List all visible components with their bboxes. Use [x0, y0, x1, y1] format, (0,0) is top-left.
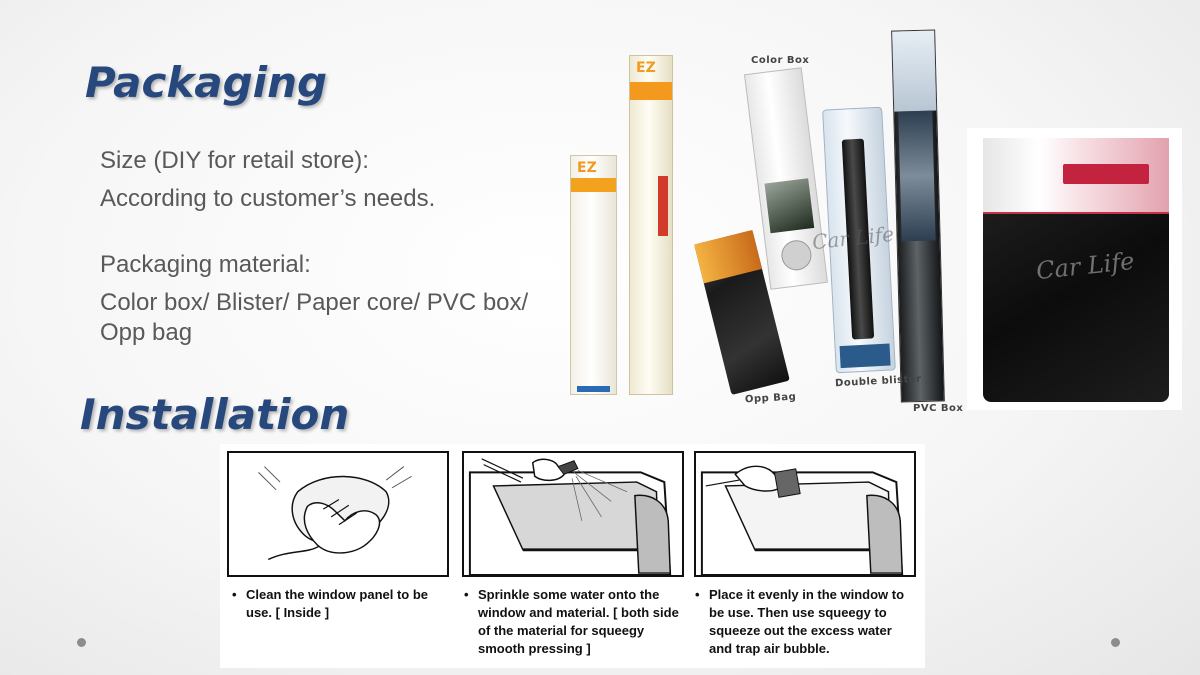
box-brand-text: EZ [577, 160, 597, 176]
packaging-material-heading: Packaging material: [100, 251, 311, 278]
bullet-icon: • [695, 587, 700, 602]
step-3-caption: • Place it evenly in the window to be us… [695, 586, 917, 658]
step-2-illustration [462, 451, 684, 577]
step-3-text: Place it evenly in the window to be use.… [709, 587, 905, 656]
slide-dot-left [77, 638, 86, 647]
static-cling-film-bag-image [967, 128, 1182, 410]
bullet-icon: • [464, 587, 469, 602]
pvc-box-caption: PVC Box [913, 403, 964, 414]
step-2-text: Sprinkle some water onto the window and … [478, 587, 679, 656]
large-window-film-box-image: EZ [629, 55, 673, 395]
pvc-box-image [891, 29, 945, 403]
step-1-text: Clean the window panel to be use. [ Insi… [246, 587, 429, 620]
packaging-title: Packaging [85, 58, 328, 107]
bullet-icon: • [232, 587, 237, 602]
installation-title: Installation [80, 390, 350, 439]
step-1-caption: • Clean the window panel to be use. [ In… [232, 586, 457, 622]
step-1-illustration [227, 451, 449, 577]
installation-diagram: • Clean the window panel to be use. [ In… [220, 444, 925, 668]
slide-dot-right [1111, 638, 1120, 647]
step-2-caption: • Sprinkle some water onto the window an… [464, 586, 684, 658]
box-brand-text: EZ [636, 60, 656, 76]
packaging-material-value: Color box/ Blister/ Paper core/ PVC box/… [100, 289, 529, 346]
opp-bag-caption: Opp Bag [744, 391, 797, 406]
small-window-film-box-image: EZ [570, 155, 617, 395]
size-value: According to customer’s needs. [100, 185, 436, 212]
color-box-caption: Color Box [751, 55, 810, 66]
step-3-illustration [694, 451, 916, 577]
size-heading: Size (DIY for retail store): [100, 147, 369, 174]
